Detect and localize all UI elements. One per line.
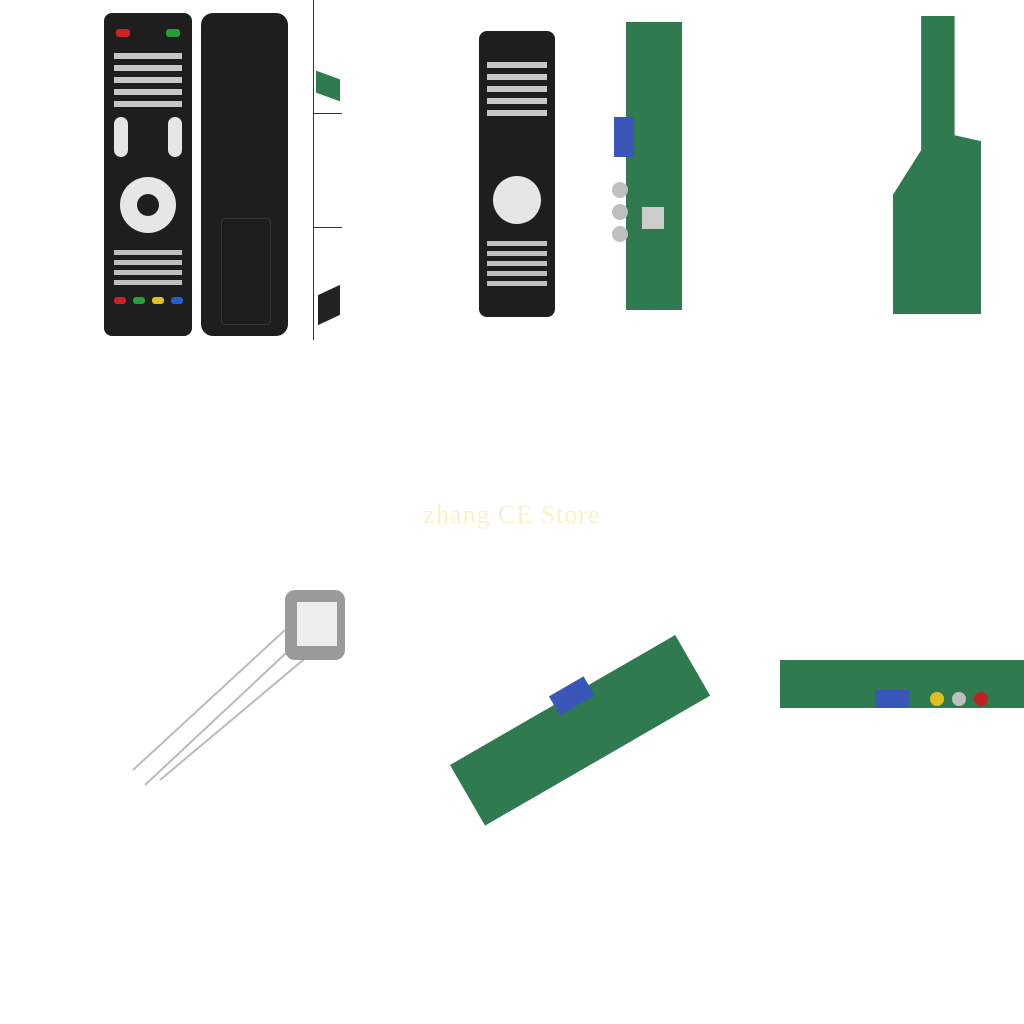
thumbnail-board [316, 70, 340, 102]
blue-key [171, 297, 183, 304]
thumbnail-divider [314, 113, 342, 114]
tv-controller-board-side [780, 660, 1024, 708]
thumbnail-remote [318, 284, 340, 326]
battery-cover [221, 218, 271, 325]
tv-controller-board-back [893, 16, 981, 314]
green-key [133, 297, 145, 304]
thumbnail-divider [313, 0, 314, 340]
dpad [493, 176, 541, 224]
remote-control [479, 31, 555, 317]
yellow-key [152, 297, 164, 304]
red-key [114, 297, 126, 304]
thumbnail-divider [314, 227, 342, 228]
enter-button [137, 194, 159, 216]
tv-controller-board-front [612, 22, 682, 310]
volume-rocker [114, 117, 128, 157]
remote-control-front [104, 13, 192, 336]
number-keypad [114, 47, 182, 107]
ir-receiver-sensor [132, 590, 345, 786]
tv-controller-board-angled [450, 635, 711, 826]
channel-rocker [168, 117, 182, 157]
heatsink [642, 207, 664, 229]
power-button [116, 29, 130, 37]
function-keys [114, 245, 182, 289]
remote-control-back [201, 13, 288, 336]
store-watermark: zhang CE Store [423, 500, 601, 529]
mute-button [166, 29, 180, 37]
